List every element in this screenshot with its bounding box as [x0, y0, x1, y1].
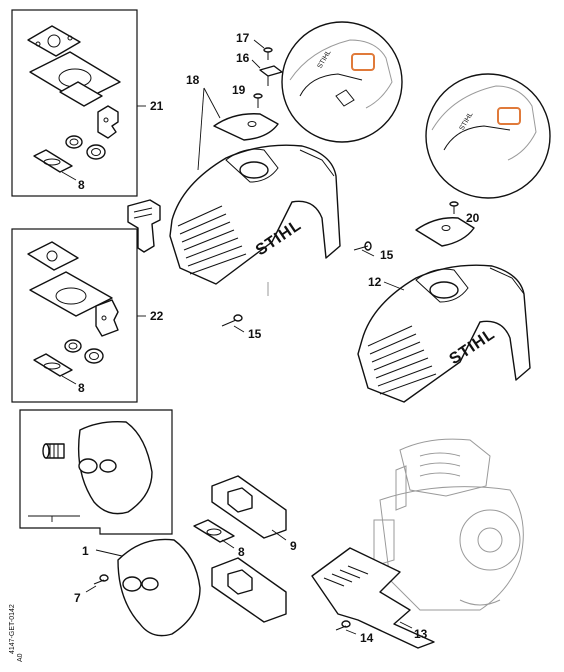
highlight-marker-a [351, 53, 375, 71]
callout-14: 14 [360, 631, 374, 645]
screw-15-upper [353, 241, 375, 257]
shroud-upper [169, 144, 341, 296]
cover-cap-20 [415, 201, 475, 247]
callout-21: 21 [150, 99, 164, 113]
screw-7 [85, 574, 109, 593]
callout-8-kit-21: 8 [78, 178, 85, 192]
callout-8-kit-22: 8 [78, 381, 85, 395]
callout-20: 20 [466, 211, 480, 225]
screw-15-lower [221, 314, 245, 333]
clip-16-screw-17 [251, 39, 283, 86]
engine-ghost [373, 438, 524, 611]
gasket-kit-box-22 [11, 228, 146, 403]
callout-16: 16 [236, 51, 250, 65]
gasket-8-muffler [193, 519, 235, 549]
cover-cap-19 [213, 93, 279, 141]
highlight-marker-b [497, 107, 521, 125]
screw-14 [335, 620, 357, 635]
shroud-12 [357, 264, 531, 403]
muffler-detail-box [19, 409, 173, 535]
callout-19: 19 [232, 83, 246, 97]
callout-1: 1 [82, 544, 89, 558]
callout-9: 9 [290, 539, 297, 553]
heat-shield-9 [211, 475, 287, 623]
detail-circle-b [425, 73, 551, 199]
callout-18: 18 [186, 73, 200, 87]
detail-circle-a [281, 21, 403, 143]
drawing-code: 4147-GET-0142 [9, 604, 16, 654]
callout-15-upper: 15 [380, 248, 394, 262]
drawing-revision: A0 [17, 653, 24, 662]
callout-7: 7 [74, 591, 81, 605]
guard-13 [311, 547, 435, 649]
gasket-kit-box-21 [11, 9, 146, 197]
throttle-bracket [127, 199, 161, 253]
callout-12: 12 [368, 275, 382, 289]
callout-22: 22 [150, 309, 164, 323]
callout-13: 13 [414, 627, 428, 641]
muffler-1 [95, 538, 201, 637]
callout-15-lower: 15 [248, 327, 262, 341]
callout-17: 17 [236, 31, 250, 45]
callout-8-muffler: 8 [238, 545, 245, 559]
